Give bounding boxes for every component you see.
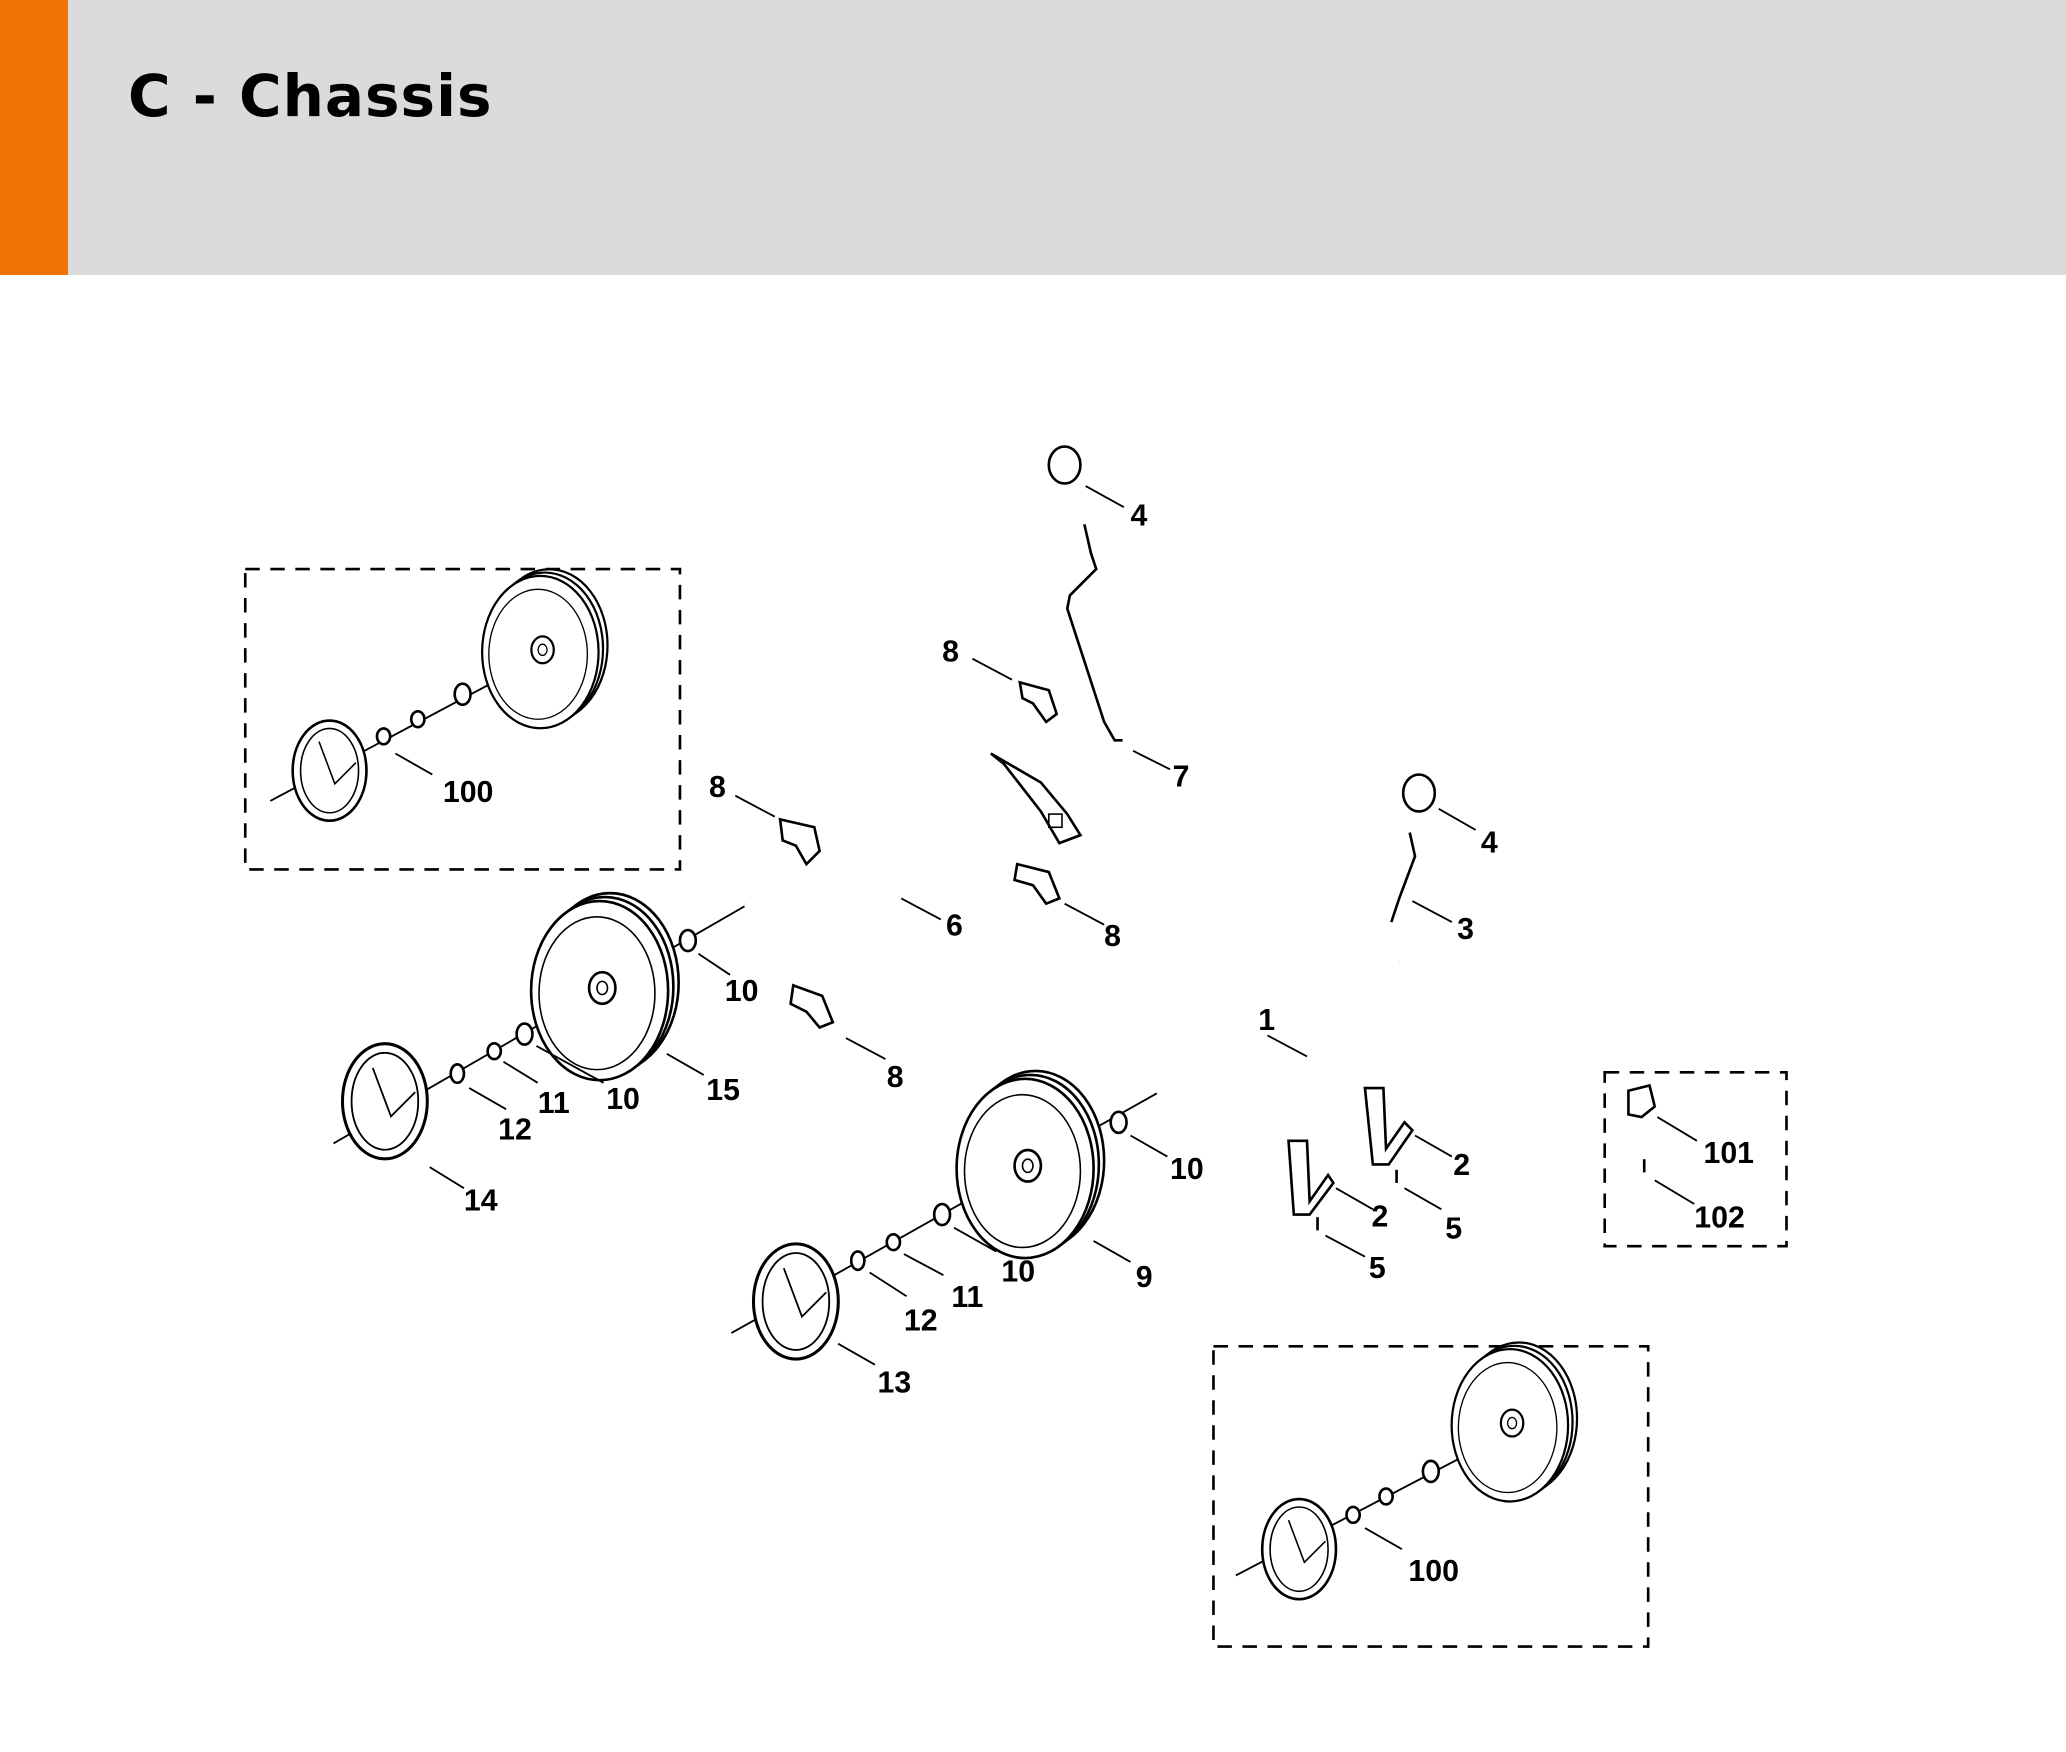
page-title: C - Chassis (128, 62, 493, 130)
front-axle-part (1153, 960, 1401, 1120)
clip-and-screw-parts (1627, 1083, 1698, 1205)
callout-10-a: 10 (725, 975, 759, 1008)
lever-part (1065, 523, 1171, 771)
callout-8-c: 8 (1104, 920, 1121, 953)
callout-2-b: 2 (1372, 1200, 1389, 1233)
page-header: C - Chassis (0, 0, 2066, 275)
callout-5-b: 5 (1369, 1252, 1386, 1285)
callout-12-a: 12 (498, 1113, 532, 1146)
right-wheel-assembly (730, 1069, 1168, 1366)
callout-100-bottom: 100 (1408, 1555, 1459, 1588)
callout-8-d: 8 (887, 1061, 904, 1094)
callout-12-b: 12 (904, 1304, 938, 1337)
callout-10-c: 10 (1170, 1153, 1204, 1186)
rear-axle-part (743, 752, 1083, 933)
callout-1: 1 (1258, 1004, 1275, 1037)
callout-11-a: 11 (538, 1087, 570, 1120)
callout-2-a: 2 (1453, 1149, 1470, 1182)
callout-101: 101 (1704, 1137, 1755, 1170)
kit-100-bottom-parts (1235, 1341, 1579, 1601)
kit-100-top-parts (269, 568, 609, 822)
callout-8-b: 8 (709, 771, 726, 804)
callout-5-a: 5 (1445, 1212, 1462, 1245)
callout-13: 13 (878, 1366, 912, 1399)
callout-102: 102 (1694, 1202, 1745, 1235)
callout-11-b: 11 (951, 1281, 983, 1314)
callout-10-b: 10 (606, 1083, 640, 1116)
accent-bar (0, 0, 68, 275)
kit-100-box-top (243, 567, 682, 871)
callout-9: 9 (1136, 1261, 1153, 1294)
callout-4-top: 4 (1130, 500, 1147, 533)
callout-100-top: 100 (443, 776, 494, 809)
left-wheel-assembly (333, 891, 745, 1189)
callout-10-d: 10 (1001, 1256, 1035, 1289)
callout-8-a: 8 (942, 635, 959, 668)
callout-14: 14 (464, 1185, 498, 1218)
kit-100-box-bottom (1212, 1344, 1650, 1648)
callout-3: 3 (1457, 913, 1474, 946)
holder-parts (1287, 1086, 1453, 1258)
knob-part (1047, 445, 1125, 508)
callout-15: 15 (706, 1074, 740, 1107)
bracket-part (734, 657, 1105, 1060)
callout-4-right: 4 (1481, 826, 1498, 859)
callout-7: 7 (1173, 760, 1190, 793)
callout-6: 6 (946, 909, 963, 942)
knob-part-right (1390, 773, 1477, 923)
